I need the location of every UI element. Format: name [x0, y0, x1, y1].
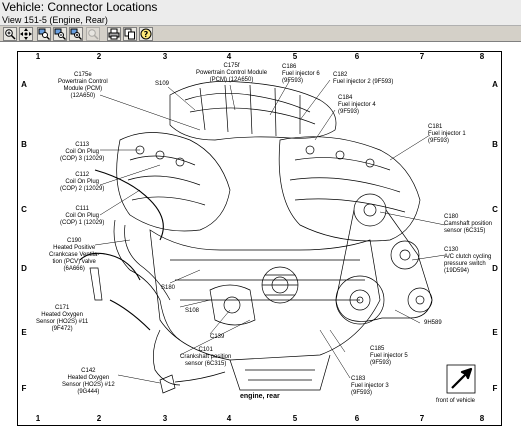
grid-number-6-bottom: 6	[354, 414, 360, 423]
label-c130: C130 A/C clutch cycling pressure switch …	[444, 247, 492, 274]
grid-number-4-bottom: 4	[226, 414, 232, 423]
grid-number-2-bottom: 2	[96, 414, 102, 423]
toolbar: ?	[0, 26, 521, 42]
diagram-frame	[17, 51, 502, 426]
zoom-in-icon	[5, 29, 16, 40]
label-c113: C113 Coil On Plug (COP) 3 (12029)	[60, 142, 105, 162]
grid-number-1: 1	[35, 52, 41, 61]
grid-letter-f-right: F	[492, 384, 498, 393]
label-c175f: C175f Powertrain Control Module (PCM) (1…	[196, 63, 268, 83]
label-c175e: C175e Powertrain Control Module (PCM) (1…	[58, 72, 108, 99]
copy-button[interactable]	[123, 27, 137, 41]
help-icon: ?	[140, 28, 152, 40]
grid-letter-b-right: B	[492, 140, 498, 149]
label-c142: C142 Heated Oxygen Sensor (HO2S) #12 (9G…	[62, 368, 115, 395]
window-title: Vehicle: Connector Locations	[2, 0, 158, 14]
print-icon	[108, 28, 120, 40]
grid-number-5: 5	[292, 52, 298, 61]
diagram-caption: engine, rear	[240, 393, 280, 400]
grid-letter-c: C	[21, 205, 27, 214]
label-c111: C111 Coil On Plug (COP) 1 (12029)	[60, 206, 105, 226]
grid-letter-a: A	[21, 80, 27, 89]
svg-text:?: ?	[144, 30, 149, 39]
grid-number-7: 7	[419, 52, 425, 61]
front-arrow-icon	[446, 364, 476, 394]
label-c180: C180 Camshaft position sensor (6C315)	[444, 214, 493, 234]
zoom-fit-button[interactable]	[69, 27, 83, 41]
grid-number-8: 8	[479, 52, 485, 61]
front-of-vehicle-label: front of vehicle	[436, 398, 476, 404]
label-c182: C182 Fuel injector 2 (9F593)	[333, 72, 394, 85]
label-c183: C183 Fuel injector 3 (9F593)	[351, 376, 389, 396]
print-button[interactable]	[107, 27, 121, 41]
zoom-out-icon	[54, 28, 66, 40]
zoom-window-icon	[38, 28, 50, 40]
grid-letter-c-right: C	[492, 205, 498, 214]
zoom-out-button[interactable]	[53, 27, 67, 41]
label-c185: C185 Fuel injector 5 (9F593)	[370, 346, 408, 366]
grid-number-8-bottom: 8	[479, 414, 485, 423]
copy-icon	[124, 28, 135, 40]
label-c184: C184 Fuel injector 4 (9F593)	[338, 95, 376, 115]
grid-letter-f: F	[21, 384, 27, 393]
label-c190: C190 Heated Positive Crankcase Ventila- …	[49, 238, 100, 272]
label-s108: S108	[185, 308, 200, 314]
label-c171: C171 Heated Oxygen Sensor (HO2S) #11 (9F…	[36, 305, 89, 332]
pan-button[interactable]	[19, 27, 33, 41]
grid-letter-a-right: A	[492, 80, 498, 89]
grid-number-1-bottom: 1	[35, 414, 41, 423]
grid-letter-e-right: E	[492, 328, 498, 337]
grid-letter-d-right: D	[492, 264, 498, 273]
grid-number-3-bottom: 3	[162, 414, 168, 423]
label-c112: C112 Coil On Plug (COP) 2 (12029)	[60, 172, 105, 192]
label-c101: C101 Crankshaft position sensor (6C315)	[180, 347, 232, 367]
label-s180: S180	[161, 285, 176, 291]
zoom-window-button[interactable]	[37, 27, 51, 41]
grid-number-6: 6	[354, 52, 360, 61]
grid-number-2: 2	[96, 52, 102, 61]
grid-number-3: 3	[162, 52, 168, 61]
grid-letter-d: D	[21, 264, 27, 273]
label-9h589: 9H589	[424, 320, 442, 326]
label-c181: C181 Fuel injector 1 (9F593)	[428, 124, 466, 144]
grid-number-4: 4	[226, 52, 232, 61]
grid-letter-e: E	[21, 328, 27, 337]
grid-letter-b: B	[21, 140, 27, 149]
zoom-fit-icon	[70, 28, 82, 40]
grid-number-5-bottom: 5	[292, 414, 298, 423]
grid-number-7-bottom: 7	[419, 414, 425, 423]
label-c139: C139	[210, 334, 225, 340]
label-s109: S109	[155, 81, 170, 87]
zoom-disabled-icon	[88, 29, 99, 40]
view-subtitle: View 151-5 (Engine, Rear)	[2, 15, 108, 25]
zoom-disabled-button[interactable]	[86, 27, 100, 41]
help-button[interactable]: ?	[139, 27, 153, 41]
label-c186: C186 Fuel injector 6 (9F593)	[282, 64, 320, 84]
zoom-in-button[interactable]	[3, 27, 17, 41]
window-header: Vehicle: Connector Locations View 151-5 …	[0, 0, 521, 26]
pan-icon	[20, 28, 32, 40]
